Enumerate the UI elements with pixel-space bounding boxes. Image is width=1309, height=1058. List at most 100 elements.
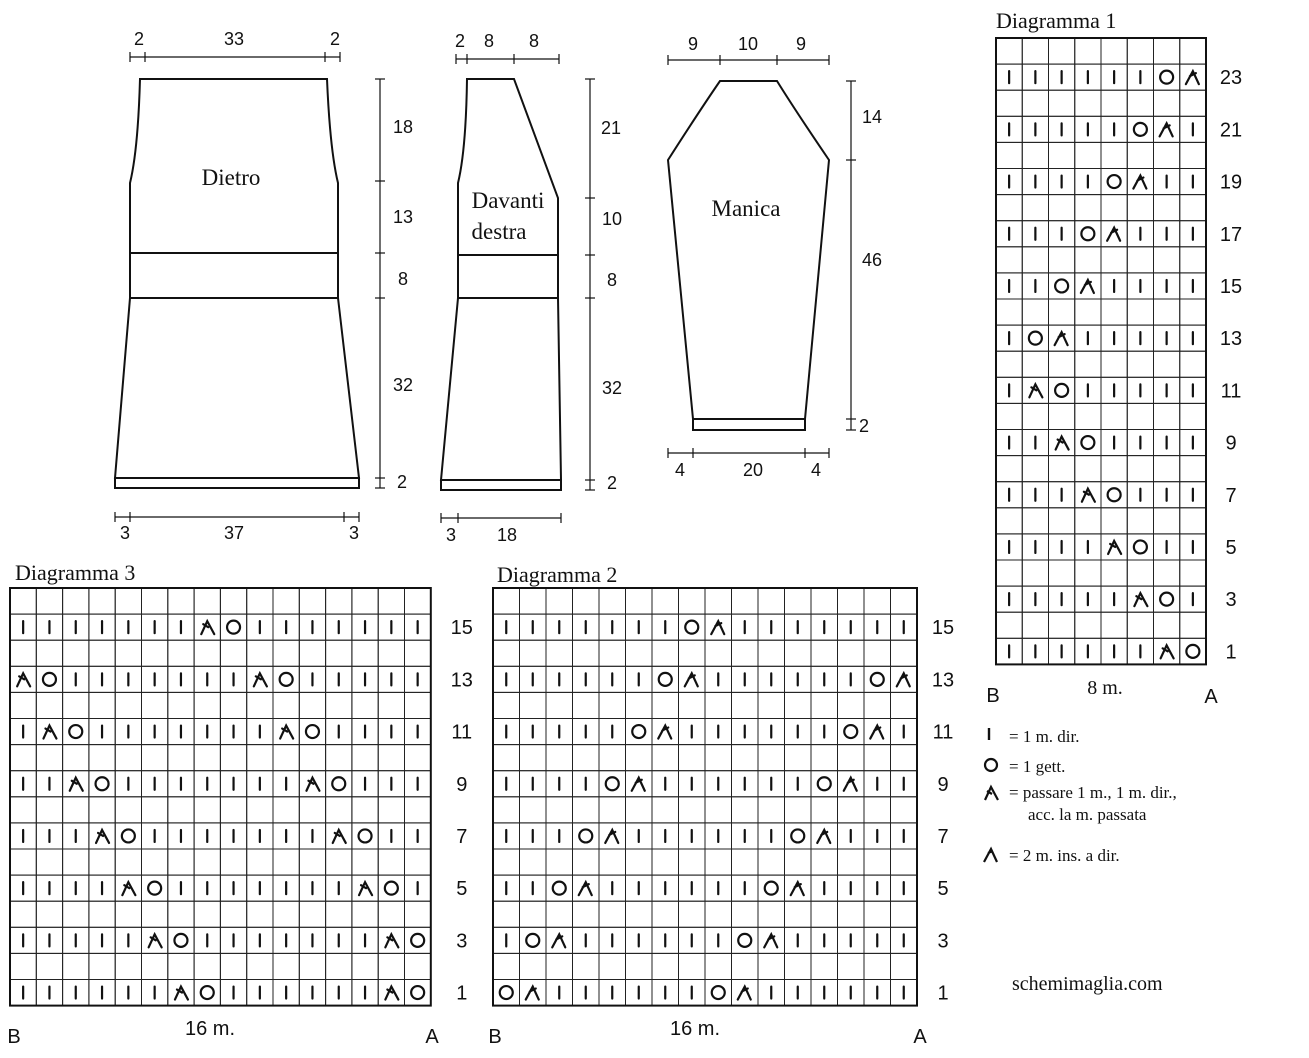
diagram1-cell: [1074, 611, 1102, 639]
diagram3-cell: [246, 952, 274, 981]
diagram3-cell: [298, 848, 327, 876]
diagram3-stitch-symbol: [304, 723, 321, 740]
diagram2-cell: [678, 900, 706, 928]
back-height-5: 2: [397, 472, 407, 492]
back-bottom-width-1: 3: [120, 523, 130, 543]
diagram2-cell: [651, 848, 679, 876]
diagram1-stitch-symbol: [1080, 486, 1096, 503]
diagram1-cell: [1100, 402, 1128, 430]
diagram1-border: [995, 37, 1207, 666]
front-height-5: 2: [607, 473, 617, 493]
diagram3-cell: [325, 848, 353, 876]
diagram3-cell: [298, 587, 327, 615]
diagram1-cell: [1179, 298, 1207, 326]
diagram2-cell: [492, 796, 520, 824]
diagram3-stitch-symbol: [16, 670, 32, 688]
diagram1-cell: [1153, 507, 1181, 535]
diagram1-cell: [1100, 611, 1128, 639]
diagram3-cell: [35, 796, 64, 824]
diagram2-row-number: 13: [932, 669, 954, 691]
diagram2-cell: [598, 744, 626, 772]
diagram3-cell: [62, 587, 90, 615]
diagram2-cell: [810, 770, 838, 798]
diagram3-cell: [9, 587, 37, 615]
diagram1-cell: [1100, 194, 1128, 222]
diagram1-stitch-symbol: [1133, 590, 1149, 608]
diagram2-row-number: 3: [937, 930, 948, 952]
diagram2-stitch-symbol: [790, 828, 806, 844]
diagram2-cell: [810, 744, 838, 772]
diagram3-cell: [377, 900, 406, 928]
diagram2-stitch-symbol: [763, 931, 779, 949]
back-outline: [113, 78, 361, 479]
diagram2-cell: [890, 796, 918, 824]
diagram2-cell: [863, 744, 891, 772]
diagram2-cell: [598, 691, 626, 720]
diagram3-cell: [193, 952, 221, 981]
diagram3-cell: [246, 587, 274, 615]
diagram1-cell: [1153, 63, 1181, 91]
diagram1-cell: [1179, 246, 1207, 274]
diagram3-cell: [272, 691, 300, 720]
diagram1-cell: [1074, 559, 1102, 587]
diagram1-cell: [1048, 89, 1076, 117]
diagram3-row-number: 7: [456, 826, 467, 848]
front-label-line-2: destra: [472, 219, 527, 244]
diagram3-cell: [114, 587, 142, 615]
diagram3-cell: [377, 796, 406, 824]
diagram1-cell: [1100, 37, 1128, 65]
legend-ssk-text: = passare 1 m., 1 m. dir.,: [1009, 783, 1177, 802]
diagram3-cell: [325, 744, 353, 772]
diagram1-cell: [1048, 507, 1076, 535]
diagram2-stitch-symbol: [551, 931, 567, 949]
diagram2-cell: [545, 900, 573, 928]
diagram2-cell: [757, 691, 785, 720]
diagram2-stitch-symbol: [843, 723, 859, 740]
diagram1-cell: [1153, 455, 1181, 483]
diagram1-cell: [1179, 37, 1207, 65]
diagram2-stitch-symbol: [631, 723, 647, 740]
back-bottom-dimension: [114, 512, 360, 522]
diagram1-cell: [1179, 611, 1207, 639]
diagram1-cell: [1126, 507, 1154, 535]
diagram2-cell: [598, 822, 626, 850]
diagram2-cell: [704, 613, 732, 641]
diagram3-cell: [404, 587, 432, 615]
diagram1-cell: [1153, 115, 1181, 143]
diagram1-cell: [995, 89, 1023, 117]
diagram1-stitch-symbol: [1132, 539, 1148, 555]
diagram3-cell: [167, 639, 195, 667]
diagram2-cell: [598, 770, 626, 798]
diagram3-stitch-symbol: [279, 723, 295, 740]
diagram1-stitch-symbol: [1185, 643, 1201, 659]
back-top-width-1: 2: [134, 29, 144, 49]
diagram1-cell: [1048, 298, 1076, 326]
diagram2-cell: [572, 900, 600, 928]
diagram3-cell: [88, 952, 116, 981]
diagram3-cell: [377, 874, 406, 902]
diagram3-cell: [35, 587, 64, 615]
diagram2-cell: [519, 796, 547, 824]
diagram3-cell: [246, 691, 274, 720]
diagram1-cell: [1179, 194, 1207, 222]
diagram3-cell: [351, 900, 379, 928]
diagram2-cell: [572, 874, 600, 902]
diagram3-cell: [404, 979, 432, 1007]
diagram2-cell: [492, 952, 520, 981]
diagram1-row-number: 17: [1220, 224, 1242, 246]
diagram3-cell: [272, 796, 300, 824]
diagram3-stitch-symbol: [331, 776, 347, 792]
diagram1-row-number: 19: [1220, 172, 1242, 194]
diagram2-cell: [625, 770, 653, 798]
diagram3-cell: [88, 770, 116, 798]
diagram3-row-number: 5: [456, 878, 467, 900]
diagram2-right-label: A: [913, 1026, 927, 1048]
diagram2-cell: [810, 639, 838, 667]
diagram3-stitch-symbol: [68, 775, 84, 792]
diagram3-stitch-symbol: [120, 828, 136, 844]
diagram1-cell: [1048, 455, 1076, 483]
diagram3-cell: [141, 744, 169, 772]
diagram3-cell: [219, 848, 248, 876]
diagram1-title: Diagramma 1: [996, 8, 1116, 33]
